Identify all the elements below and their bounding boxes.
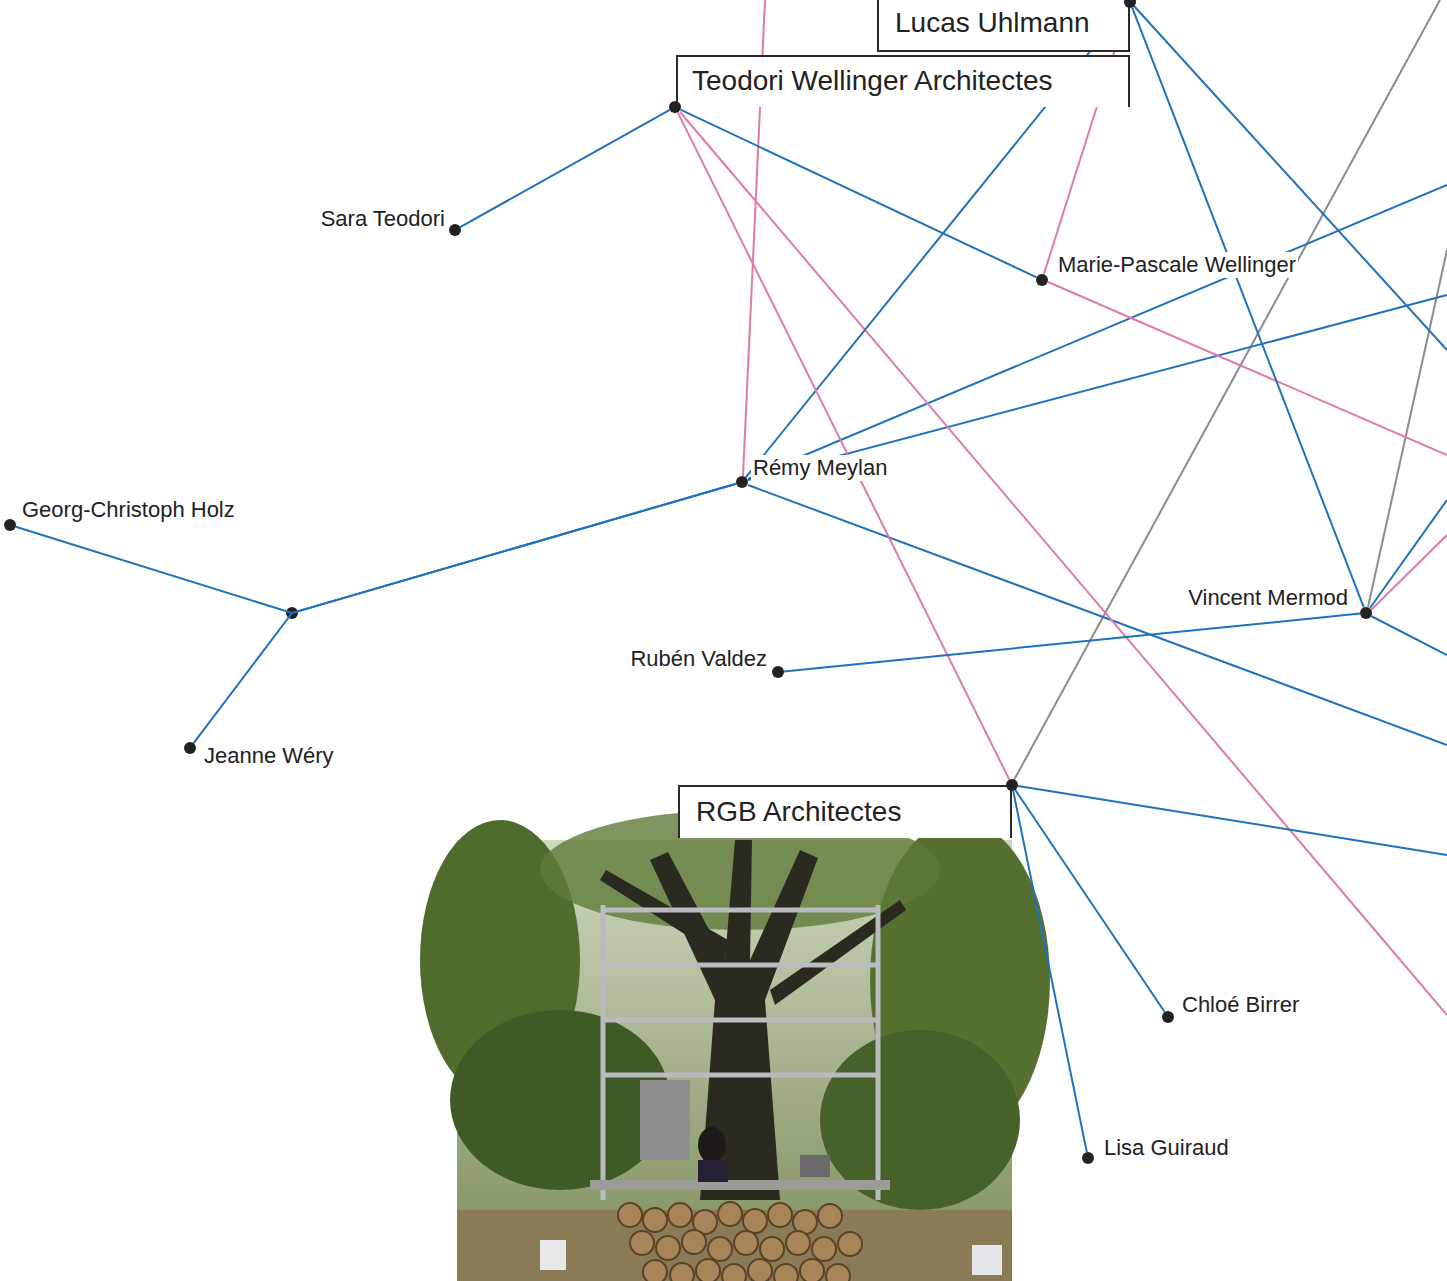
connector-line — [460, 110, 670, 227]
connector-line — [16, 484, 737, 613]
name-box: Lucas Uhlmann — [877, 0, 1130, 52]
person-dot: Chloé Birrer — [1162, 1011, 1174, 1023]
node-label: Rubén Valdez — [628, 646, 769, 672]
person-dot: Sara Teodori — [449, 224, 461, 236]
node-label: Lucas Uhlmann — [895, 0, 1090, 48]
connector — [1132, 8, 1364, 608]
connector-line — [1013, 791, 1087, 1152]
node-label: RGB Architectes — [696, 787, 901, 836]
name-box: RGB Architectes — [678, 785, 1012, 838]
person-dot: Vincent Mermod — [1360, 607, 1372, 619]
node-label: Rémy Meylan — [751, 455, 889, 481]
person-dot: Lisa Guiraud — [1082, 1152, 1094, 1164]
node-dot — [1006, 779, 1018, 791]
connector — [1015, 790, 1164, 1012]
connector — [194, 484, 737, 744]
connector-line — [194, 484, 737, 744]
connector-line — [680, 110, 1036, 278]
connector-line — [784, 614, 1360, 672]
person-dot: Rubén Valdez — [772, 666, 784, 678]
person-dot: Rémy Meylan — [736, 476, 748, 488]
connector — [678, 112, 1010, 779]
connector-line — [678, 112, 1010, 779]
connector — [460, 110, 670, 227]
node-label: Sara Teodori — [319, 206, 447, 232]
person-dot: Jeanne Wéry — [184, 742, 196, 754]
node-label: Teodori Wellinger Architectes — [692, 57, 1053, 105]
connector — [1013, 791, 1087, 1152]
connector-line — [1132, 8, 1364, 608]
connector — [16, 484, 737, 613]
connector — [784, 614, 1360, 672]
connector-line — [1015, 790, 1164, 1012]
node-label: Jeanne Wéry — [202, 743, 336, 769]
person-dot: Georg-Christoph Holz — [4, 519, 16, 531]
node-label: Chloé Birrer — [1180, 992, 1301, 1018]
node-label: Georg-Christoph Holz — [20, 497, 237, 523]
connector — [680, 110, 1036, 278]
node-label: Marie-Pascale Wellinger — [1056, 252, 1298, 278]
node-label: Lisa Guiraud — [1102, 1135, 1231, 1161]
node-label: Vincent Mermod — [1186, 585, 1350, 611]
node-dot — [669, 101, 681, 113]
person-dot: Marie-Pascale Wellinger — [1036, 274, 1048, 286]
name-box: Teodori Wellinger Architectes — [676, 55, 1130, 107]
